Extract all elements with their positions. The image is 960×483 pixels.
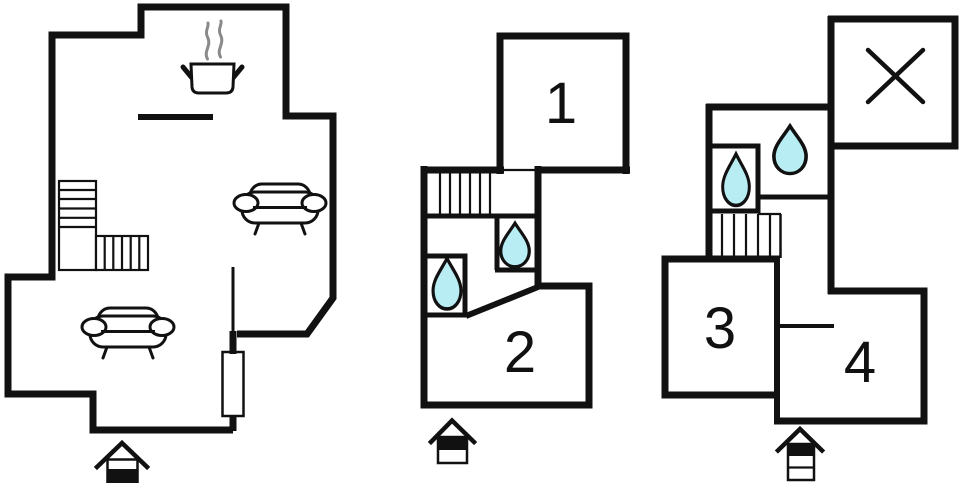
crossed-out-area-icon <box>865 47 926 105</box>
room-3-label: 3 <box>704 296 736 361</box>
sofa-icon <box>232 182 328 236</box>
stair-flight-vertical <box>57 179 98 272</box>
steam-icon <box>204 21 211 61</box>
kitchen-area <box>180 19 245 95</box>
outer-wall <box>420 166 593 409</box>
crossed-room-walls <box>828 15 959 150</box>
water-drop-icon <box>720 152 752 208</box>
entrance-arrow-icon <box>774 425 826 482</box>
stair-treads <box>720 212 781 258</box>
cooking-pot-icon <box>189 62 236 95</box>
diagonal-wall <box>464 284 540 319</box>
entrance-band <box>788 444 814 456</box>
outer-wall-top <box>705 103 834 259</box>
room-1-label: 1 <box>545 71 577 136</box>
outer-wall <box>4 3 337 434</box>
water-drop-icon <box>499 221 531 269</box>
entrance-band <box>438 437 467 450</box>
steam-icon <box>217 19 224 59</box>
door-icon <box>221 350 245 418</box>
entrance-roof <box>93 439 151 471</box>
entrance-arrow-icon <box>427 417 478 465</box>
sofa-icon <box>80 306 176 360</box>
stair-treads <box>59 188 141 270</box>
room-4-walls <box>774 287 928 425</box>
bathroom-2-walls <box>424 253 468 318</box>
staircase-icon <box>720 212 782 258</box>
middle-floor-plan: 1 2 <box>420 32 630 465</box>
bathroom-1-walls <box>494 214 536 273</box>
bathroom-walls <box>706 143 761 214</box>
water-drop-icon <box>431 256 463 311</box>
room-4-label: 4 <box>844 330 876 395</box>
entrance-roof <box>427 417 478 446</box>
room-1-walls <box>496 32 630 174</box>
water-drop-icon <box>772 124 808 176</box>
entrance-arrow-icon <box>93 439 151 483</box>
ground-floor-plan <box>4 3 337 483</box>
room-2-label: 2 <box>504 320 536 385</box>
room-3-walls <box>661 255 780 399</box>
staircase-icon <box>438 173 492 214</box>
entrance-band <box>107 469 138 483</box>
staircase-icon <box>57 179 150 272</box>
top-floor-plan: 3 4 <box>661 15 959 482</box>
stair-treads <box>438 173 492 214</box>
